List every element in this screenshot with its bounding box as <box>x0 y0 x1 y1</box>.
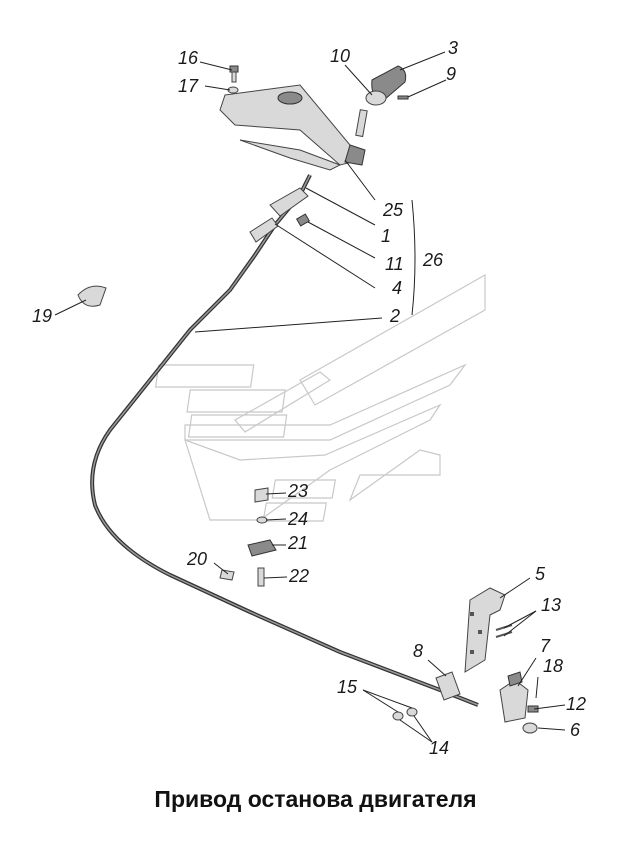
callout-19: 19 <box>32 306 52 326</box>
bolt-16 <box>227 65 239 94</box>
callout-14: 14 <box>429 738 449 758</box>
callout-8: 8 <box>413 641 423 661</box>
callout-3: 3 <box>448 38 458 58</box>
callout-21: 21 <box>287 533 308 553</box>
callout-26: 26 <box>422 250 444 270</box>
callout-20: 20 <box>186 549 207 569</box>
callout-11: 11 <box>385 254 404 274</box>
callout-12: 12 <box>566 694 586 714</box>
watermark-logo <box>154 273 486 522</box>
callout-1: 1 <box>381 226 391 246</box>
callout-9: 9 <box>446 64 456 84</box>
callout-10: 10 <box>330 46 350 66</box>
callout-6: 6 <box>570 720 581 740</box>
callout-22: 22 <box>288 566 309 586</box>
callout-5: 5 <box>535 564 546 584</box>
leader-lines <box>54 51 566 743</box>
callout-25: 25 <box>382 200 404 220</box>
callout-7: 7 <box>540 636 551 656</box>
diagram-caption: Привод останова двигателя <box>154 786 477 812</box>
callout-15: 15 <box>337 677 358 697</box>
callout-23: 23 <box>287 481 308 501</box>
callout-labels: 1 2 3 4 5 6 7 8 9 10 11 12 13 14 15 16 1… <box>32 38 586 758</box>
lever-bracket <box>219 84 366 171</box>
callout-16: 16 <box>178 48 199 68</box>
callout-18: 18 <box>543 656 563 676</box>
callout-13: 13 <box>541 595 561 615</box>
callout-2: 2 <box>389 306 400 326</box>
callout-17: 17 <box>178 76 199 96</box>
callout-4: 4 <box>392 278 402 298</box>
callout-24: 24 <box>287 509 308 529</box>
stop-knob <box>355 65 409 138</box>
